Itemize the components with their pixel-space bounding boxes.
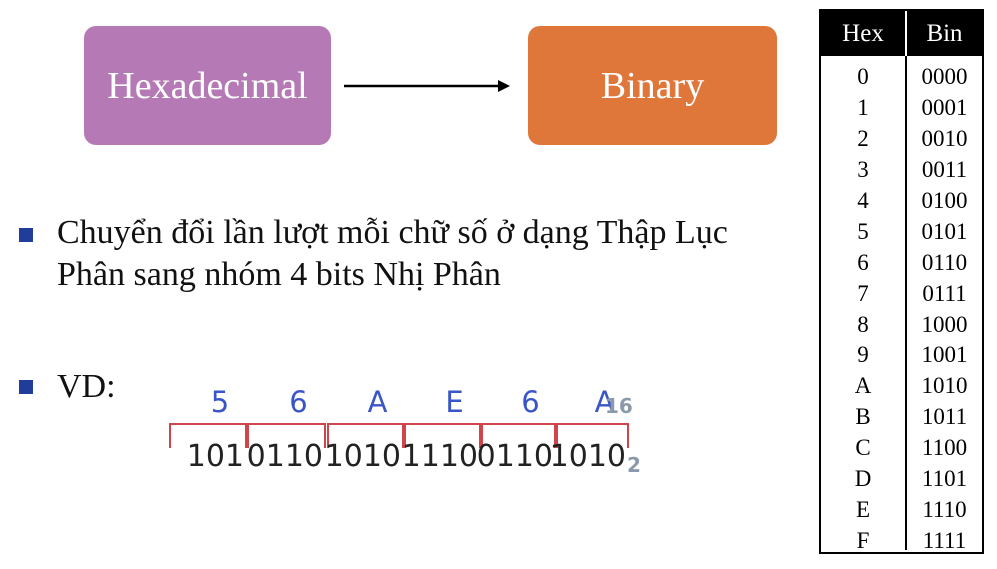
bullet-square-icon xyxy=(19,228,33,242)
table-cell-bin: 0010 xyxy=(921,126,968,152)
hex-digit: 5 xyxy=(211,385,229,419)
table-cell-bin: 1111 xyxy=(922,527,967,553)
table-cell-hex: D xyxy=(854,466,872,492)
conversion-arrow xyxy=(344,80,510,92)
table-cell-hex: 0 xyxy=(857,64,869,90)
table-cell-hex: B xyxy=(855,404,871,430)
table-cell-hex: 2 xyxy=(857,126,869,152)
table-cell-bin: 1010 xyxy=(921,373,968,399)
table-cell-bin: 1100 xyxy=(921,435,968,461)
table-cell-bin: 1000 xyxy=(921,311,968,337)
bin-column: 0000 0001 0010 0011 0100 0101 0110 0111 1000 1001… xyxy=(907,56,982,552)
table-cell-hex: 7 xyxy=(857,280,869,306)
binary-group: 1010 xyxy=(325,439,401,474)
bullet-conversion-rule: Chuyển đổi lần lượt mỗi chữ số ở dạng Th… xyxy=(57,214,728,293)
table-cell-bin: 0001 xyxy=(921,95,968,121)
hex-digit: A xyxy=(368,385,388,419)
hexadecimal-box: Hexadecimal xyxy=(84,26,331,145)
table-cell-bin: 0100 xyxy=(921,188,968,213)
table-cell-bin: 1101 xyxy=(921,466,968,492)
table-cell-bin: 0110 xyxy=(921,249,968,275)
hex-digit: E xyxy=(445,385,463,419)
header-bin: Bin xyxy=(926,19,963,47)
table-cell-bin: 1110 xyxy=(922,496,967,522)
header-hex: Hex xyxy=(821,11,907,56)
hex-digit: 6 xyxy=(289,385,307,419)
binary-base-subscript: 2 xyxy=(627,453,641,477)
bullet-square-icon xyxy=(19,380,33,394)
hex-digit: 6 xyxy=(521,385,539,419)
table-cell-hex: A xyxy=(854,373,872,399)
table-cell-hex: F xyxy=(856,527,870,553)
table-cell-hex: 3 xyxy=(857,157,869,183)
bullet-example-label: VD: xyxy=(57,368,116,405)
table-cell-hex: C xyxy=(855,435,871,461)
table-cell-hex: 4 xyxy=(857,188,869,213)
hex-base-subscript: 16 xyxy=(605,394,633,418)
table-cell-bin: 1001 xyxy=(921,342,968,368)
table-cell-bin: 0011 xyxy=(921,157,968,183)
binary-group: 1110 xyxy=(402,439,478,474)
binary-group: 0110 xyxy=(477,439,553,474)
group-bracket xyxy=(556,423,629,448)
table-cell-bin: 0101 xyxy=(921,218,968,244)
binary-group: 0110 xyxy=(247,439,323,474)
group-bracket xyxy=(247,423,326,448)
binary-box: Binary xyxy=(528,26,777,145)
table-cell-hex: 6 xyxy=(857,249,869,275)
binary-group: 101 xyxy=(187,439,244,474)
table-cell-bin: 1011 xyxy=(921,404,968,430)
table-cell-hex: 1 xyxy=(857,95,869,121)
hex-digit: A xyxy=(595,385,615,419)
binary-group: 1010 xyxy=(550,439,626,474)
table-cell-bin: 0111 xyxy=(922,280,967,306)
table-cell-hex: 8 xyxy=(857,311,869,337)
table-cell-hex: E xyxy=(855,496,871,522)
table-cell-bin: 0000 xyxy=(921,64,968,90)
group-bracket xyxy=(327,423,404,448)
table-cell-hex: 5 xyxy=(857,218,869,244)
group-bracket xyxy=(481,423,556,448)
group-bracket xyxy=(404,423,481,448)
group-bracket xyxy=(169,423,247,448)
table-header: Hex Bin xyxy=(821,11,982,56)
table-cell-hex: 9 xyxy=(857,342,869,368)
